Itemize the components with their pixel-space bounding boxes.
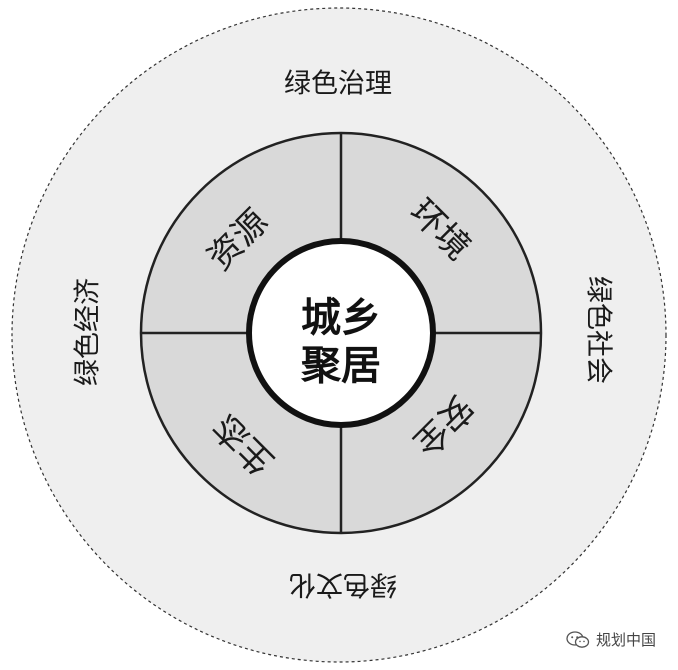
watermark: 规划中国	[566, 629, 656, 650]
watermark-text: 规划中国	[595, 631, 656, 649]
outer-label-governance: 绿色治理	[284, 69, 392, 100]
center-label-line1: 城乡	[301, 295, 381, 341]
center-label-line2: 聚居	[300, 343, 381, 389]
center-circle	[246, 238, 436, 428]
wechat-icon	[566, 630, 590, 648]
outer-label-economy: 绿色经济	[73, 278, 104, 386]
outer-label-culture: 绿色文化	[289, 569, 397, 600]
outer-label-society: 绿色社会	[583, 276, 614, 384]
